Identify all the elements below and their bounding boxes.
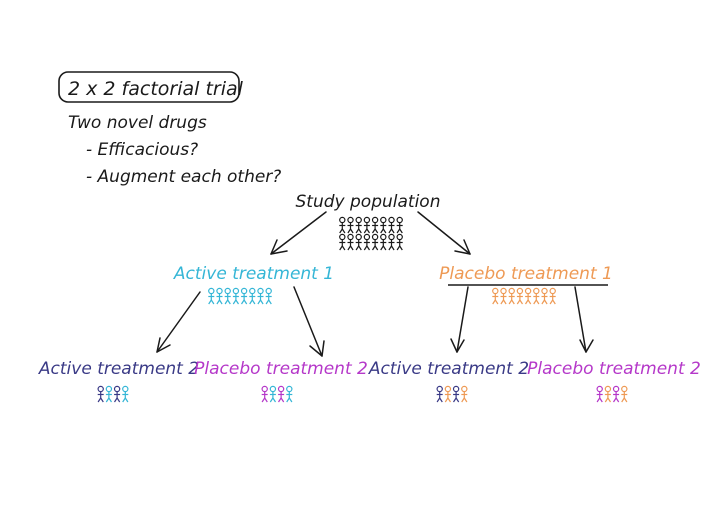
person-icon [444,385,452,403]
person-icon [549,287,557,305]
person-icon [499,287,508,305]
person-icon [113,385,121,403]
person-icon [261,385,269,403]
person-icon [396,233,404,251]
people-active-treatment-1 [207,287,273,305]
person-icon [215,287,224,305]
person-icon [355,216,363,234]
node-active-treatment-2-right: Active treatment 2 [368,359,529,379]
node-study-population: Study population [296,192,441,212]
person-icon [516,287,524,305]
title-box [58,71,240,103]
person-icon [612,385,620,403]
person-icon [436,385,444,403]
arrowhead-root-to-active1 [270,239,288,255]
arrowhead-placebo1-to-placebo2 [579,339,594,353]
node-placebo-treatment-2-right: Placebo treatment 2 [527,359,701,379]
notes-title: 2 x 2 factorial trial [68,78,244,100]
person-icon [277,385,285,403]
arrowhead-active1-to-placebo2 [309,340,325,357]
person-icon [363,216,371,234]
arrows-level-1 [270,211,471,255]
arrows-level-2 [156,286,594,357]
person-icon [371,216,379,234]
arrowhead-placebo1-to-active2 [450,338,465,353]
person-icon [371,233,379,251]
person-icon [491,287,499,305]
node-placebo-treatment-1: Placebo treatment 1 [439,264,613,284]
arrow-placebo1-to-active2 [456,286,469,353]
arrowhead-active1-to-active2 [156,337,171,353]
person-icon [269,385,277,403]
person-icon [524,287,532,305]
person-icon [346,233,355,251]
node-active-treatment-2-left: Active treatment 2 [38,359,199,379]
person-icon [363,233,371,251]
person-icon [338,216,346,234]
person-icon [105,385,113,403]
arrow-active1-to-active2 [156,291,201,353]
person-icon [338,233,346,251]
person-icon [248,287,256,305]
person-icon [620,385,628,403]
node-active-treatment-1: Active treatment 1 [173,264,334,284]
arrow-root-to-placebo1 [417,211,471,255]
notes-block: 2 x 2 factorial trial Two novel drugs - … [58,71,281,187]
notes-line-efficacious: - Efficacious? [86,140,198,160]
person-icon [256,287,265,305]
person-icon [285,385,293,403]
person-icon [396,216,404,234]
arrow-root-to-active1 [270,211,327,255]
person-icon [379,233,387,251]
person-icon [596,385,604,403]
person-icon [387,216,396,234]
person-icon [121,385,129,403]
person-icon [346,216,355,234]
person-icon [460,385,468,403]
person-icon [232,287,240,305]
person-icon [224,287,232,305]
node-placebo-treatment-2-left: Placebo treatment 2 [194,359,368,379]
person-icon [240,287,248,305]
person-icon [207,287,215,305]
people-placebo-treatment-1 [491,287,557,305]
people-placebo1-active2 [436,385,468,403]
people-active1-placebo2 [261,385,293,403]
person-icon [604,385,612,403]
notes-line-augment: - Augment each other? [86,167,281,187]
arrow-placebo1-to-placebo2 [574,286,587,353]
person-icon [97,385,105,403]
person-icon [355,233,363,251]
person-icon [387,233,396,251]
notes-line-drugs: Two novel drugs [68,113,207,133]
person-icon [532,287,540,305]
people-active1-active2 [97,385,129,403]
person-icon [452,385,460,403]
person-icon [540,287,549,305]
arrow-active1-to-placebo2 [293,286,323,357]
arrowhead-root-to-placebo1 [454,239,471,255]
people-study-population [338,216,404,251]
person-icon [265,287,273,305]
people-placebo1-placebo2 [596,385,628,403]
person-icon [508,287,516,305]
person-icon [379,216,387,234]
